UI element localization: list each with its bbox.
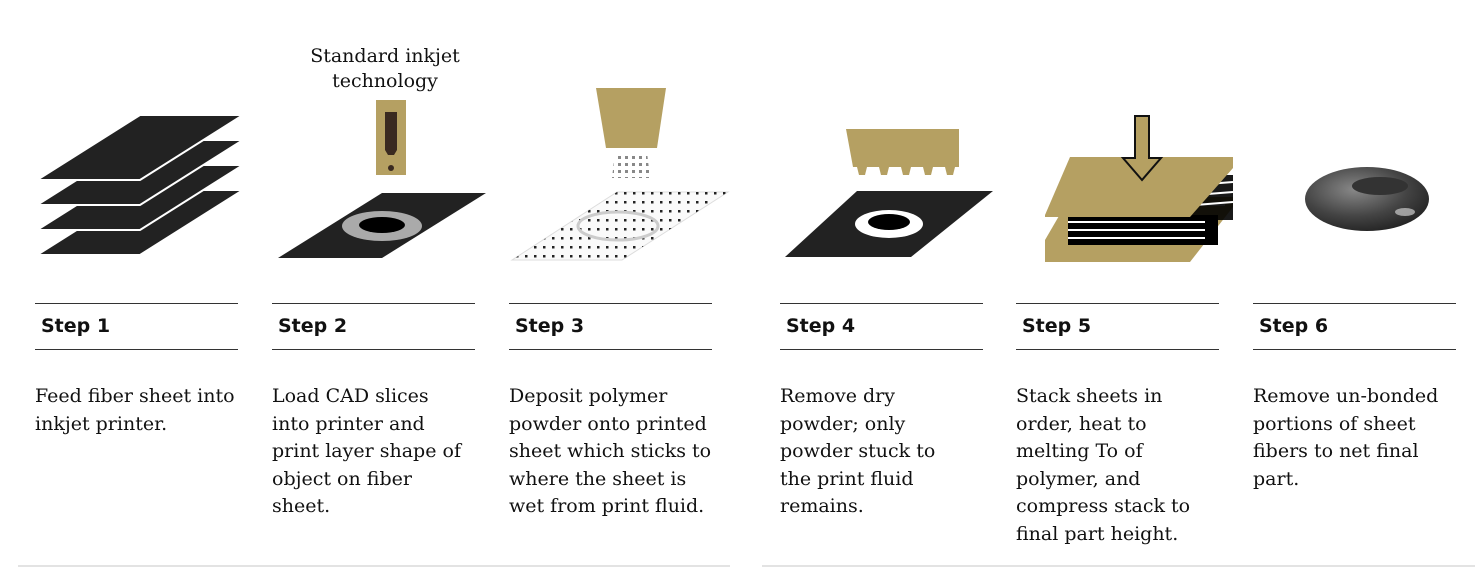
step-title: Step 1	[41, 315, 111, 337]
press-arrow-icon	[1120, 115, 1164, 182]
compressed-stack-icon	[1045, 157, 1234, 262]
step-6: Step 6 Remove un-bonded portions of shee…	[1253, 303, 1456, 493]
step-description: Deposit polymer powder onto printed shee…	[509, 385, 712, 517]
divider	[780, 349, 983, 350]
step-title: Step 4	[786, 315, 856, 337]
step-title: Step 2	[278, 315, 348, 337]
step-description: Load CAD slices into printer and print l…	[272, 385, 461, 517]
step-description: Stack sheets in order, heat to melting T…	[1016, 385, 1191, 545]
divider	[509, 303, 712, 304]
divider	[35, 349, 238, 350]
step-title: Step 6	[1259, 315, 1329, 337]
step-description: Remove un-bonded portions of sheet fiber…	[1253, 385, 1439, 490]
step-4: Step 4 Remove dry powder; only powder st…	[780, 303, 983, 521]
step-1: Step 1 Feed fiber sheet into inkjet prin…	[35, 303, 238, 438]
fiber-sheet-stack-icon	[33, 114, 247, 256]
printed-sheet-icon	[278, 193, 486, 258]
divider	[272, 303, 475, 304]
bottom-divider-right	[762, 565, 1475, 567]
final-part-torus-icon	[1305, 167, 1429, 231]
powder-hopper-icon	[596, 88, 666, 178]
step-3: Step 3 Deposit polymer powder onto print…	[509, 303, 712, 521]
divider	[35, 303, 238, 304]
divider	[1016, 303, 1219, 304]
divider	[1253, 349, 1456, 350]
step-title: Step 5	[1022, 315, 1092, 337]
divider	[1253, 303, 1456, 304]
divider	[509, 349, 712, 350]
inkjet-technology-label: Standard inkjet technology	[310, 45, 460, 92]
divider	[272, 349, 475, 350]
divider	[780, 303, 983, 304]
cleaned-sheet-icon	[785, 191, 993, 257]
comb-tool-icon	[846, 129, 959, 175]
divider	[1016, 349, 1219, 350]
step-2: Step 2 Load CAD slices into printer and …	[272, 303, 475, 521]
step-5: Step 5 Stack sheets in order, heat to me…	[1016, 303, 1219, 548]
inkjet-printhead-icon	[376, 100, 406, 175]
powdered-sheet-icon	[510, 191, 730, 261]
step-title: Step 3	[515, 315, 585, 337]
bottom-divider-left	[18, 565, 730, 567]
step-description: Remove dry powder; only powder stuck to …	[780, 385, 936, 517]
step-description: Feed fiber sheet into inkjet printer.	[35, 385, 235, 435]
